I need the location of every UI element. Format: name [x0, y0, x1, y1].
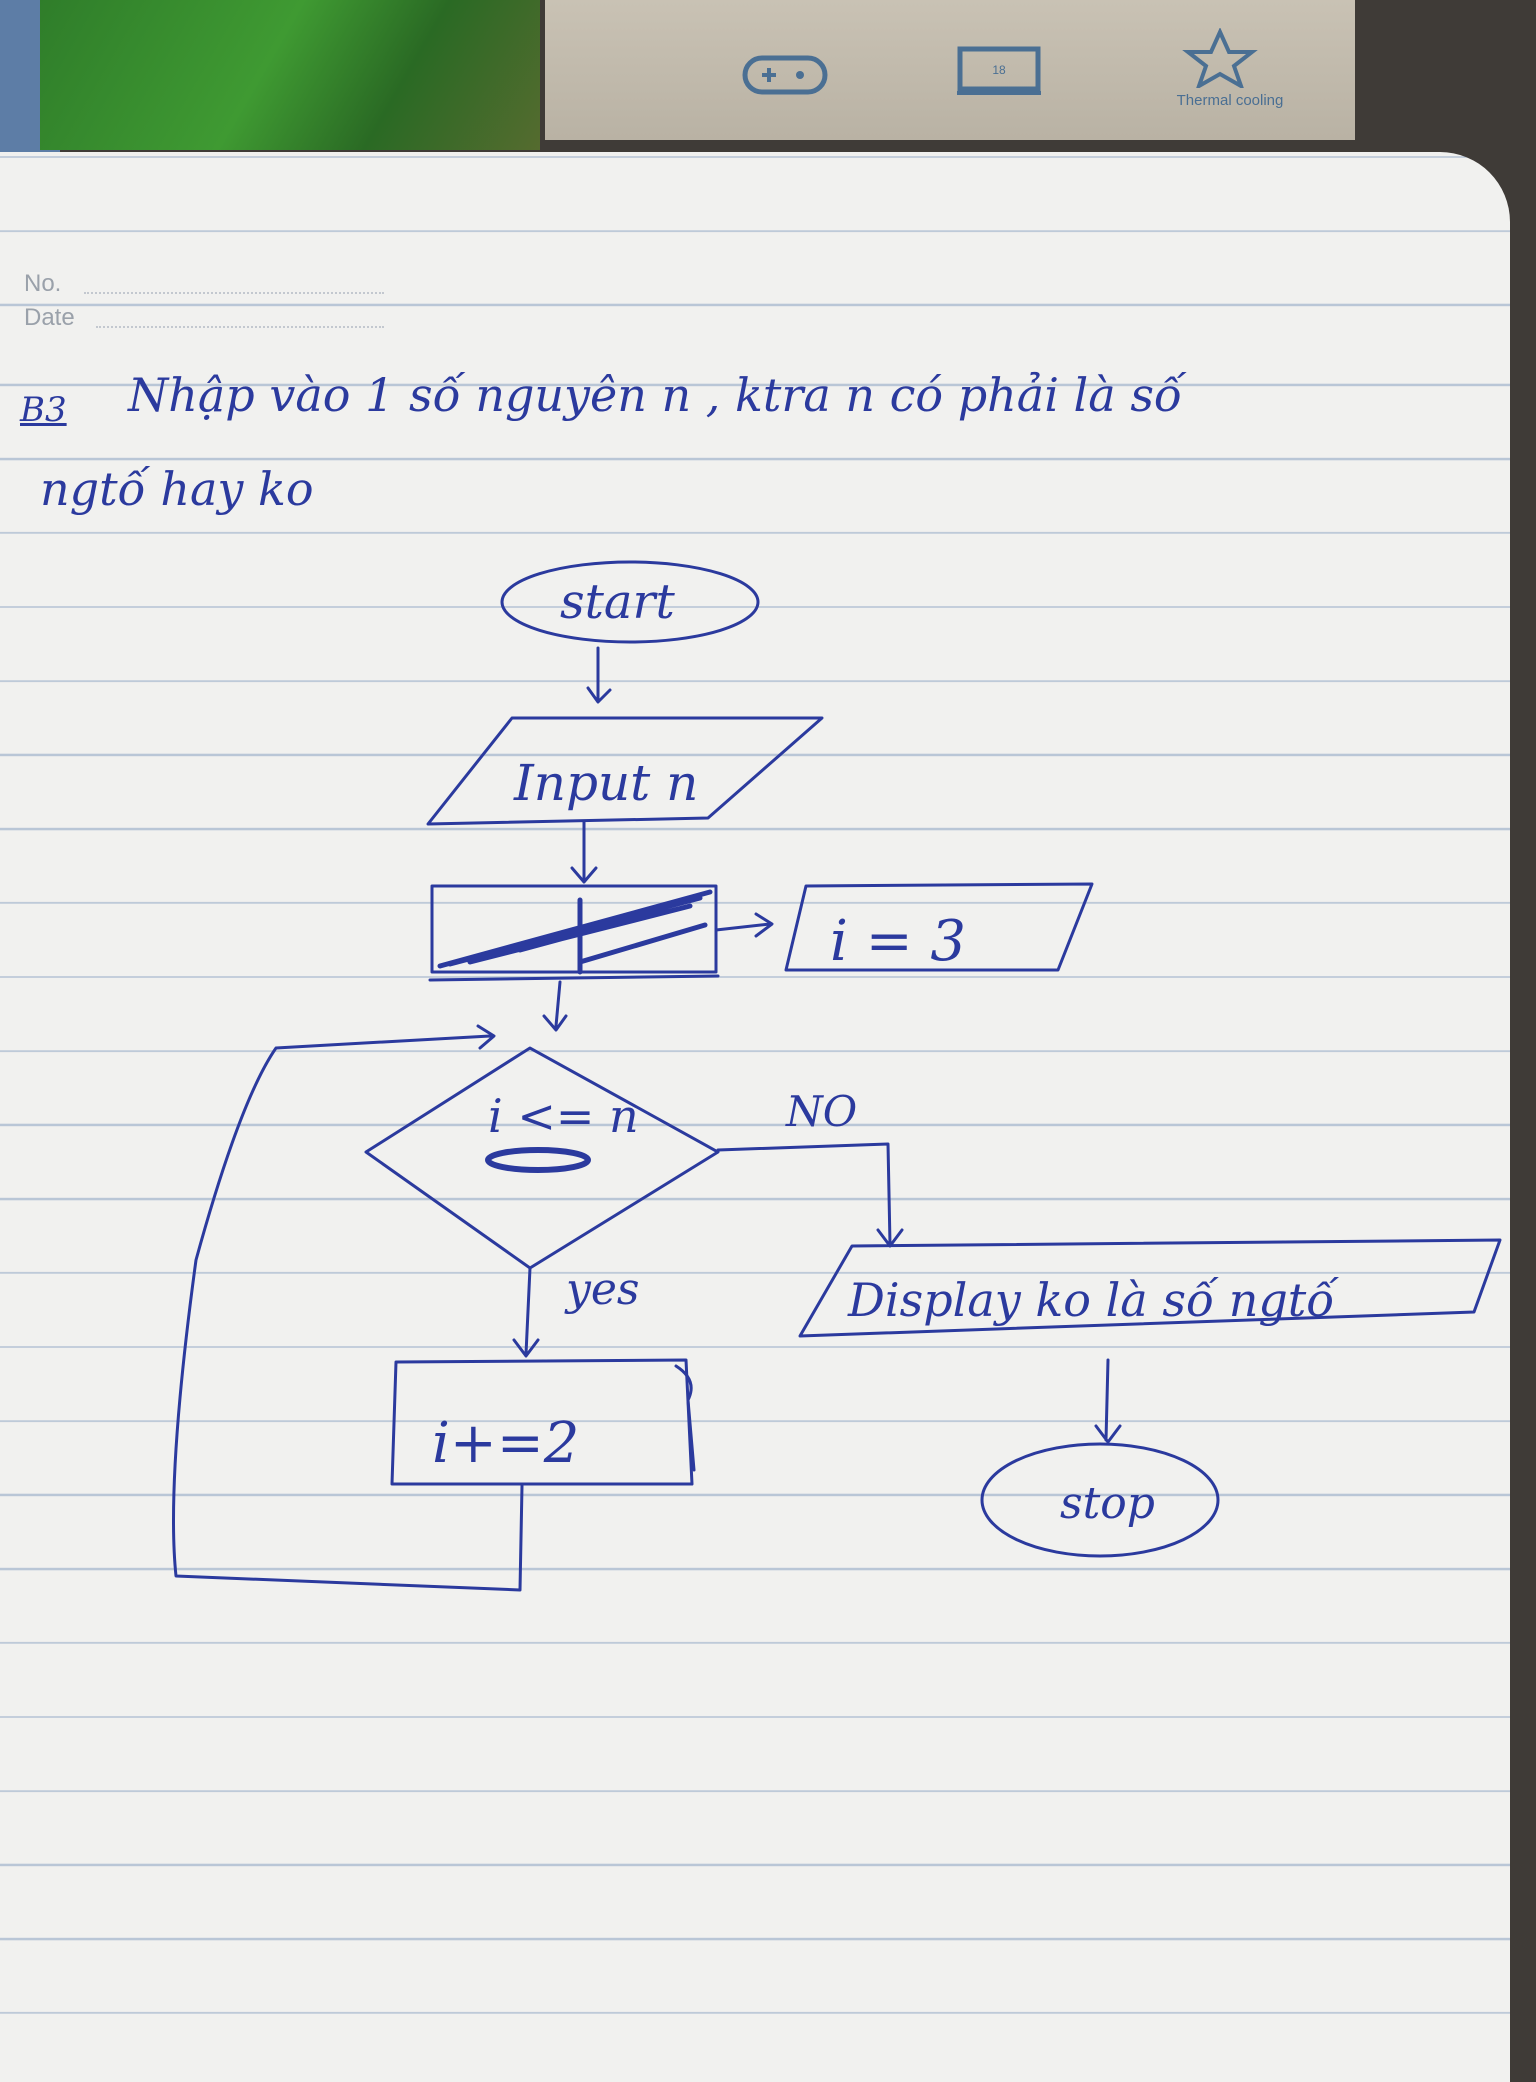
exercise-label: B3 — [20, 390, 67, 430]
scribble-marks — [437, 889, 713, 975]
arrow-start-input — [586, 646, 612, 704]
notebook-page: No. Date — [0, 152, 1510, 2082]
arrow-yes-branch — [512, 1266, 540, 1358]
start-text: start — [560, 574, 675, 630]
increment-process-box — [390, 1358, 694, 1486]
date-label: Date — [24, 304, 75, 331]
output-parallelogram — [798, 1238, 1502, 1338]
input-parallelogram — [426, 716, 824, 826]
no-dotted-line — [84, 292, 384, 294]
output-text: Display ko là số ngtố — [847, 1273, 1339, 1327]
increment-text: i+=2 — [432, 1411, 579, 1476]
yes-label: yes — [564, 1264, 639, 1315]
scribble-blob — [485, 1147, 591, 1173]
no-label: No. — [24, 270, 62, 297]
init-process-box — [784, 882, 1094, 972]
condition-decision — [364, 1046, 720, 1270]
box-caption: Thermal cooling — [1176, 92, 1284, 109]
monitor-icon: 18 — [957, 46, 1041, 95]
star-icon — [1182, 28, 1258, 88]
arrow-input-init — [570, 820, 598, 884]
monitor-badge: 18 — [992, 63, 1006, 77]
background-green-object — [40, 0, 540, 150]
arrow-to-init — [714, 912, 774, 938]
arrow-init-decision — [542, 980, 568, 1032]
background-product-box: 18 Thermal cooling — [545, 0, 1355, 140]
input-text: Input n — [513, 754, 698, 812]
condition-text: i <= n — [488, 1089, 639, 1143]
stop-text: stop — [1060, 1478, 1155, 1529]
loop-back-line — [172, 1024, 524, 1592]
stop-terminal — [980, 1442, 1220, 1558]
arrow-no-branch — [716, 1142, 904, 1248]
arrow-output-stop — [1094, 1358, 1122, 1444]
problem-line-1: Nhập vào 1 số nguyên n , ktra n có phải … — [128, 368, 1183, 422]
gamepad-icon — [742, 55, 828, 95]
init-text: i = 3 — [830, 909, 966, 974]
date-dotted-line — [96, 326, 384, 328]
start-terminal — [500, 560, 760, 644]
problem-line-2: ngtố hay ko — [40, 462, 314, 516]
no-label: NO — [785, 1087, 857, 1136]
